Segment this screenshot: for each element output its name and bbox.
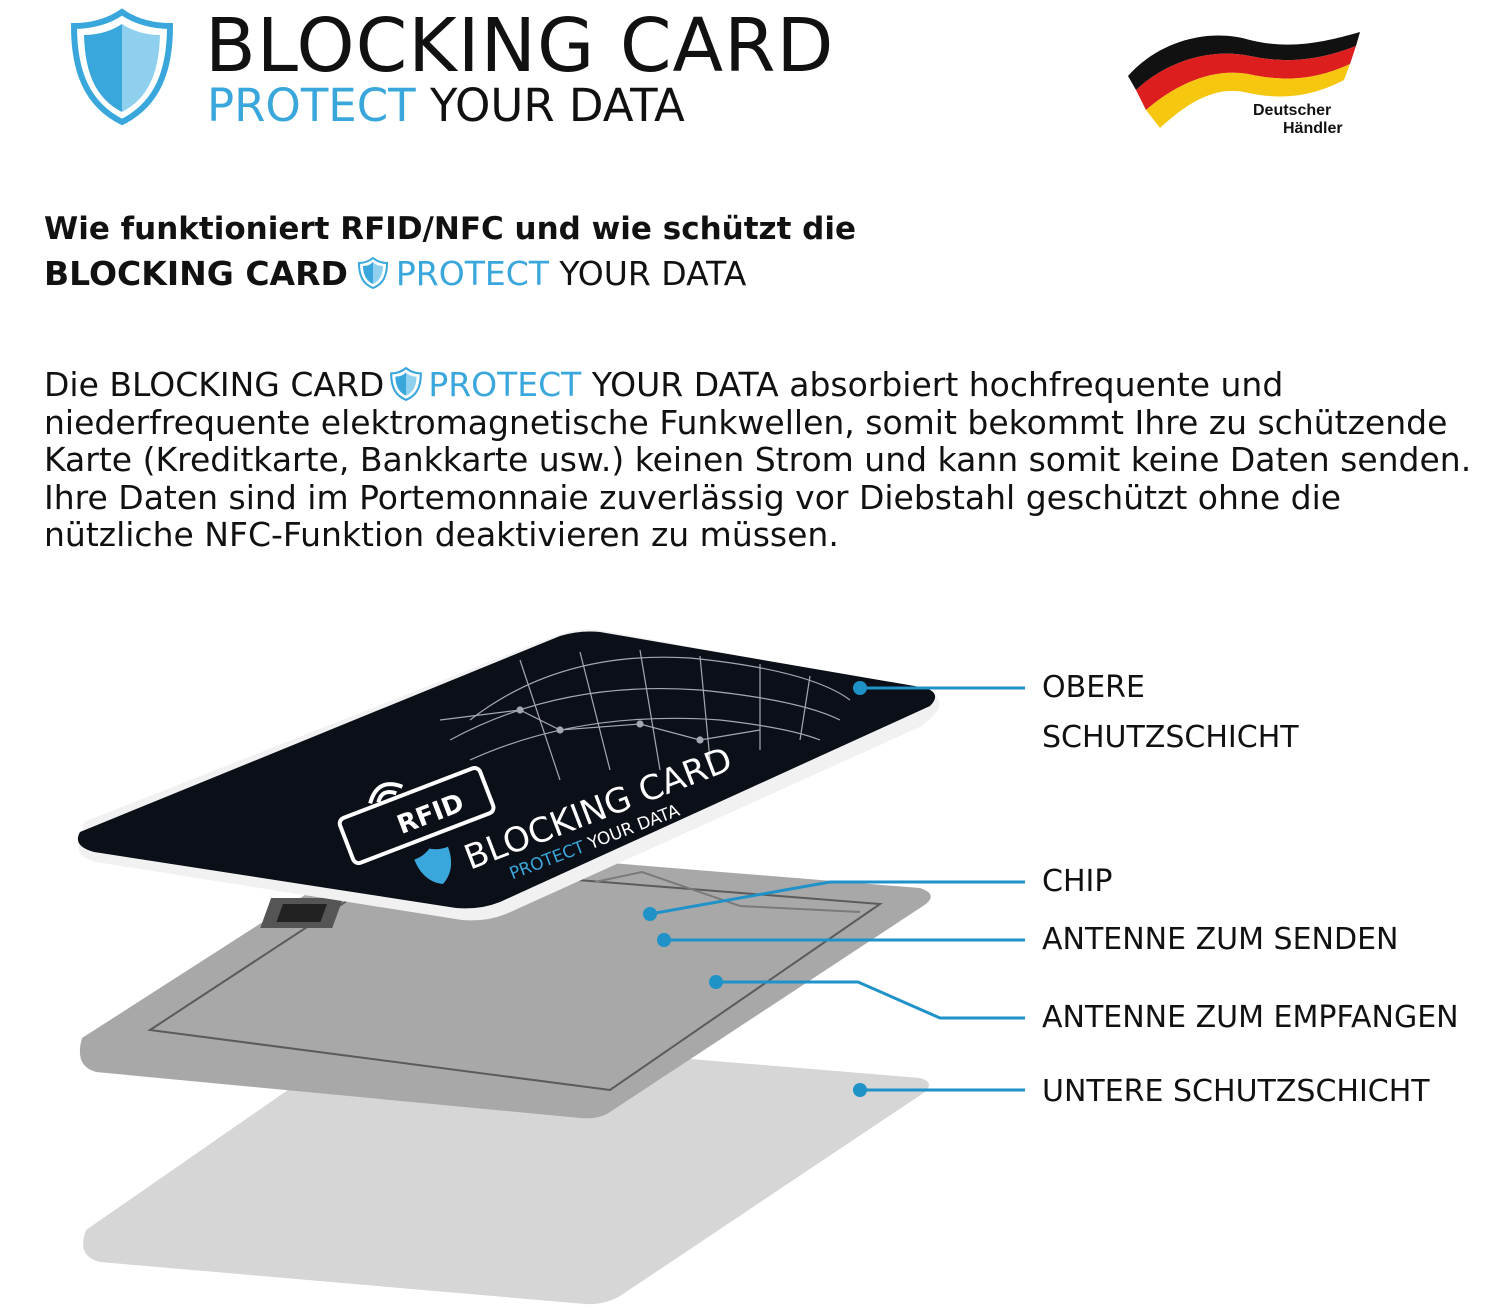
card-shield-icon	[414, 846, 452, 885]
leader-antenna-receive	[716, 980, 1025, 1020]
label-top-layer-line2: SCHUTZSCHICHT	[1042, 720, 1299, 755]
german-flag-icon	[1128, 32, 1360, 128]
subtitle-rest: YOUR DATA	[415, 79, 685, 132]
leader-chip	[649, 880, 1025, 916]
paragraph-rest: YOUR DATA absorbiert hochfrequente und n…	[44, 365, 1472, 554]
shield-icon	[357, 256, 388, 290]
card-layers-diagram: RFID BLOCKING CARD PROTECT YOUR DATA	[77, 629, 1025, 1305]
brand-subtitle: PROTECT YOUR DATA	[207, 80, 685, 132]
label-bottom-layer: UNTERE SCHUTZSCHICHT	[1042, 1074, 1430, 1109]
paragraph-lead: Die BLOCKING CARD	[44, 365, 385, 404]
label-antenna-send: ANTENNE ZUM SENDEN	[1042, 922, 1399, 957]
paragraph-accent: PROTECT	[428, 365, 582, 404]
heading-brand: BLOCKING CARD	[44, 254, 348, 293]
chip-core	[276, 904, 327, 922]
subtitle-accent: PROTECT	[207, 79, 416, 132]
brand-title: BLOCKING CARD	[205, 3, 835, 89]
antenna-send-trace	[594, 870, 861, 913]
label-chip: CHIP	[1042, 864, 1113, 899]
dealer-badge-text: Deutscher Händler	[1253, 102, 1343, 138]
label-top-layer-line1: OBERE	[1042, 670, 1145, 705]
label-antenna-receive: ANTENNE ZUM EMPFANGEN	[1042, 1000, 1459, 1035]
shield-icon	[70, 8, 174, 126]
badge-line-2: Händler	[1283, 120, 1343, 137]
header: BLOCKING CARD PROTECT YOUR DATA Deutsche…	[0, 0, 1500, 170]
bottom-layer	[83, 1033, 929, 1305]
shield-icon	[390, 366, 423, 402]
heading-rest: YOUR DATA	[548, 254, 747, 293]
description-paragraph: Die BLOCKING CARD PROTECT YOUR DATA abso…	[44, 366, 1484, 554]
label-top-layer: OBERE SCHUTZSCHICHT	[1042, 663, 1299, 763]
section-heading: Wie funktioniert RFID/NFC und wie schütz…	[44, 211, 857, 247]
heading-accent: PROTECT	[395, 254, 549, 293]
section-heading-brand: BLOCKING CARD PROTECT YOUR DATA	[44, 250, 746, 298]
top-card: RFID BLOCKING CARD PROTECT YOUR DATA	[77, 629, 940, 921]
badge-line-1: Deutscher	[1253, 102, 1332, 119]
